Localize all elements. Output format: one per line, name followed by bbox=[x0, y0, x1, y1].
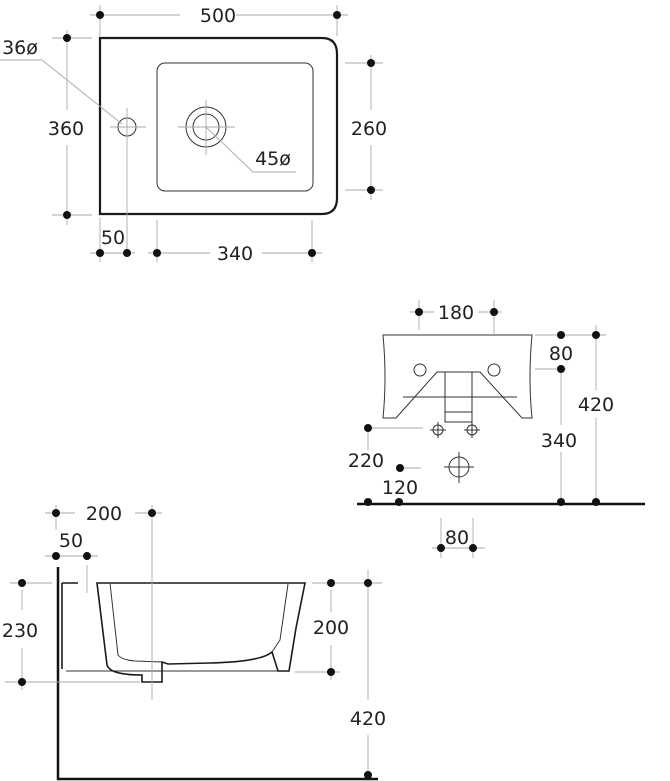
dim-top-thickness: 80 bbox=[549, 343, 573, 365]
tap-hole-left bbox=[413, 363, 427, 377]
dim-tap-offset: 50 bbox=[101, 227, 125, 249]
dim-basin-depth: 260 bbox=[351, 118, 387, 140]
dim-drain-offset: 200 bbox=[86, 503, 122, 525]
dim-front-total-height: 420 bbox=[578, 394, 614, 416]
dim-waste-height: 120 bbox=[382, 477, 418, 499]
basin-bowl-top bbox=[156, 62, 314, 192]
dim-mount-height: 230 bbox=[2, 620, 38, 642]
dim-wall-gap: 50 bbox=[59, 530, 83, 552]
basin-outline-side bbox=[96, 582, 306, 683]
side-view: 200 50 230 200 420 bbox=[2, 503, 386, 781]
label-tap-hole: 36ø bbox=[2, 37, 38, 59]
dim-tap-spacing: 180 bbox=[438, 302, 474, 324]
basin-outline-top bbox=[98, 36, 339, 216]
dim-bottom-height: 340 bbox=[541, 430, 577, 452]
wall-bracket bbox=[61, 582, 78, 669]
dim-depth: 360 bbox=[48, 118, 84, 140]
top-view: 500 360 260 50 340 36ø 45ø bbox=[0, 5, 387, 265]
wall-and-floor bbox=[56, 567, 378, 781]
dim-supply-height: 220 bbox=[348, 450, 384, 472]
dim-basin-width: 340 bbox=[217, 243, 253, 265]
dim-side-total-height: 420 bbox=[350, 708, 386, 730]
front-view: 180 80 420 340 220 120 80 bbox=[348, 300, 645, 558]
dim-waste-width: 80 bbox=[445, 527, 469, 549]
tap-hole-right bbox=[487, 363, 501, 377]
label-drain-hole: 45ø bbox=[255, 148, 291, 170]
basin-outline-front bbox=[382, 334, 533, 419]
dim-basin-height: 200 bbox=[313, 617, 349, 639]
siphon-front bbox=[403, 372, 517, 423]
dim-width: 500 bbox=[200, 5, 236, 27]
